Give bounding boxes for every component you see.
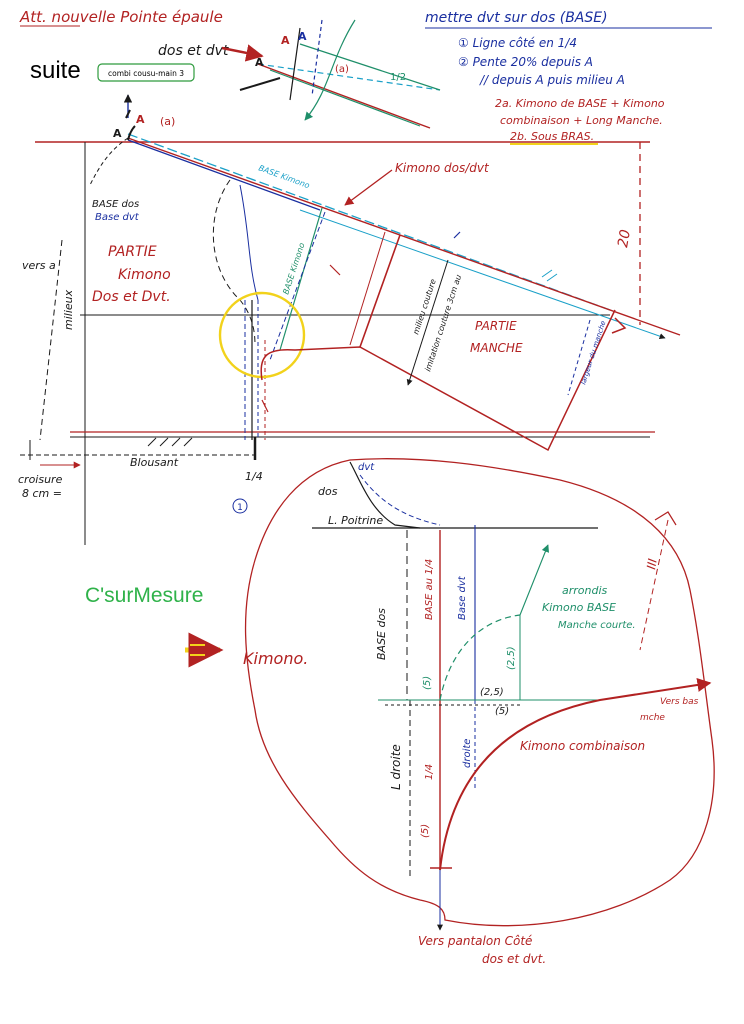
- label-base-dos: BASE dos: [92, 199, 139, 210]
- label-vers-a: vers a: [22, 259, 56, 272]
- label-largeur: largeur du manche: [579, 320, 607, 386]
- detail-m25a: (2,5): [506, 646, 517, 670]
- detail-arrondis-3: Manche courte.: [558, 620, 636, 631]
- detail-dvt: dvt: [358, 462, 375, 473]
- dos-et-dvt-arrow: [221, 44, 264, 62]
- label-pente-20: 20: [615, 228, 634, 248]
- shoulder-slope-blue: [127, 139, 321, 211]
- detail-quarter: 1/4: [424, 764, 435, 780]
- label-partie-kimono-1: PARTIE: [108, 244, 157, 260]
- label-partie-manche-1: PARTIE: [475, 319, 517, 333]
- sleeve-underarm-curve: [260, 309, 616, 452]
- svg-text:1/2: 1/2: [390, 72, 406, 83]
- label-milieux: milieux: [62, 289, 75, 330]
- shoulder-slope-red: [127, 137, 681, 336]
- top-inset-construction: A A A (a) 1/2: [239, 19, 441, 129]
- label-a: (a): [160, 115, 175, 128]
- label-base-kimono: BASE Kimono: [257, 163, 311, 190]
- detail-outline: [244, 458, 715, 927]
- svg-text:A: A: [255, 56, 264, 69]
- step-2a: 2a. Kimono de BASE + Kimono: [495, 97, 665, 110]
- kimono-combinaison-curve: [439, 678, 712, 871]
- detail-vers-bas-1: Vers bas: [660, 697, 699, 707]
- circle-marker-1-text: 1: [237, 503, 243, 513]
- detail-dos: dos: [318, 485, 338, 498]
- label-A-2: A: [136, 113, 145, 126]
- detail-m5c: (5): [420, 824, 431, 838]
- detail-m25b: (2,5): [480, 687, 504, 698]
- main-pattern: [20, 94, 681, 545]
- title-right: mettre dvt sur dos (BASE): [425, 10, 608, 26]
- step-2a-cont: combinaison + Long Manche.: [500, 114, 663, 127]
- step-1: ① Ligne côté en 1/4: [458, 36, 577, 50]
- label-base-kimono-vertical: BASE Kimono: [281, 242, 306, 296]
- detail-vers-pantalon-1: Vers pantalon Côté: [418, 934, 532, 948]
- detail-vers-pantalon-2: dos et dvt.: [482, 952, 546, 966]
- label-partie-manche-2: MANCHE: [470, 341, 523, 355]
- roman-three: III: [644, 557, 660, 570]
- label-milieu-couture: milieu couture: [411, 278, 437, 336]
- detail-inset: [185, 458, 715, 931]
- svg-text:A: A: [281, 34, 290, 47]
- step-2b: // depuis A puis milieu A: [479, 73, 625, 87]
- detail-l-droite: L droite: [389, 744, 403, 790]
- detail-arrondis-1: arrondis: [562, 584, 608, 597]
- detail-m5b: (5): [495, 706, 509, 717]
- circle-marker-1: [232, 498, 248, 514]
- dos-et-dvt-label: dos et dvt: [158, 43, 229, 59]
- title-left: Att. nouvelle Pointe épaule: [19, 8, 223, 26]
- label-croisure-1: croisure: [18, 473, 63, 486]
- kimono-dos-dvt-arrow: [344, 169, 393, 206]
- svg-text:(a): (a): [335, 64, 349, 75]
- label-base-dvt: Base dvt: [95, 212, 140, 223]
- label-kimono-dos-dvt: Kimono dos/dvt: [395, 161, 490, 175]
- detail-base-dos: BASE dos: [375, 608, 388, 660]
- label-croisure-2: 8 cm =: [22, 487, 62, 500]
- detail-base-au-14: BASE au 1/4: [424, 559, 435, 620]
- brand-label: C'surMesure: [85, 584, 203, 607]
- detail-kimono-label: Kimono.: [243, 649, 308, 668]
- detail-m5a: (5): [422, 676, 433, 690]
- detail-vers-bas-2: mche: [640, 713, 665, 723]
- label-partie-kimono-3: Dos et Dvt.: [92, 289, 171, 305]
- detail-droite-small: droite: [462, 739, 473, 768]
- suite-label: suite: [30, 57, 81, 84]
- detail-kimono-combi: Kimono combinaison: [520, 739, 645, 753]
- step-2: ② Pente 20% depuis A: [458, 55, 593, 69]
- label-blousant: Blousant: [130, 456, 179, 469]
- detail-base-dvt: Base dvt: [457, 575, 468, 620]
- label-quarter: 1/4: [245, 470, 263, 483]
- label-partie-kimono-2: Kimono: [118, 267, 171, 283]
- step-2c: 2b. Sous BRAS.: [510, 130, 594, 143]
- svg-text:A: A: [298, 30, 307, 43]
- detail-arrondis-2: Kimono BASE: [542, 601, 616, 614]
- badge-text: combi cousu-main 3: [108, 69, 184, 78]
- detail-l-poitrine: L. Poitrine: [328, 514, 383, 527]
- label-A-1: A: [113, 127, 122, 140]
- badge-box: [97, 63, 195, 82]
